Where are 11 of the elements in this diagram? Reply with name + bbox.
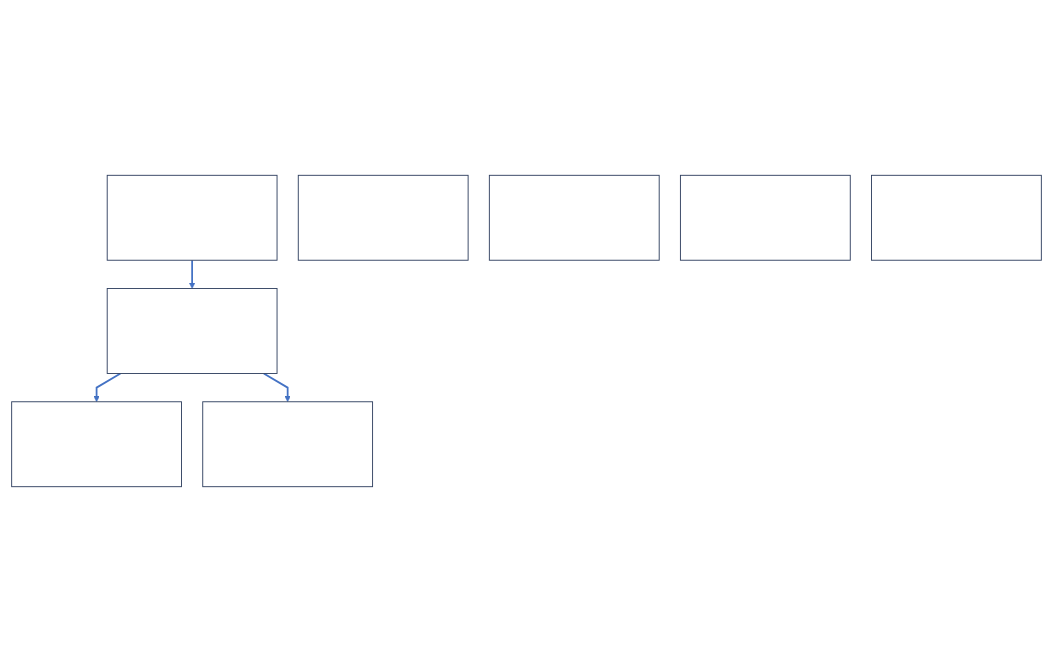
arrow [262,372,291,403]
node-box [871,174,1042,261]
node-box [202,401,374,488]
node-box [679,174,851,261]
arrow [93,372,122,403]
node-box [106,288,278,374]
arrow [189,259,196,289]
node-box [11,401,182,488]
node-box [106,174,278,261]
node-box [488,174,660,261]
node-box [297,174,469,261]
